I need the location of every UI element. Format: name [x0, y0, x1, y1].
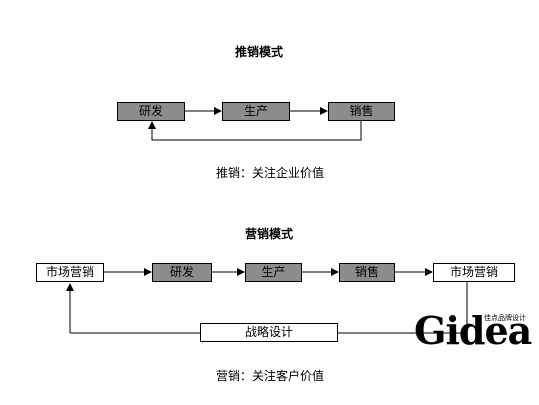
mkt-feedback-label-box: 战略设计	[200, 323, 338, 342]
push-model-title: 推销模式	[234, 45, 283, 59]
logo-wordmark: Gidea	[414, 308, 532, 353]
mkt-node-market-end: 市场营销	[433, 263, 515, 282]
logo-tagline: 佳点品牌设计	[484, 314, 526, 322]
marketing-model-caption: 营销：关注客户价值	[215, 369, 324, 383]
push-feedback-loop	[148, 120, 362, 141]
push-model-caption: 推销：关注企业价值	[215, 166, 324, 180]
mkt-node-market-start: 市场营销	[36, 263, 104, 282]
mkt-node-sales: 销售	[339, 263, 395, 282]
mkt-node-rd: 研发	[152, 263, 212, 282]
push-node-rd: 研发	[117, 102, 185, 121]
push-node-production: 生产	[222, 102, 290, 121]
mkt-node-production: 生产	[245, 263, 302, 282]
marketing-model-title: 营销模式	[244, 227, 293, 241]
gidea-logo: Gidea 佳点品牌设计	[414, 309, 536, 355]
push-node-sales: 销售	[328, 102, 395, 121]
